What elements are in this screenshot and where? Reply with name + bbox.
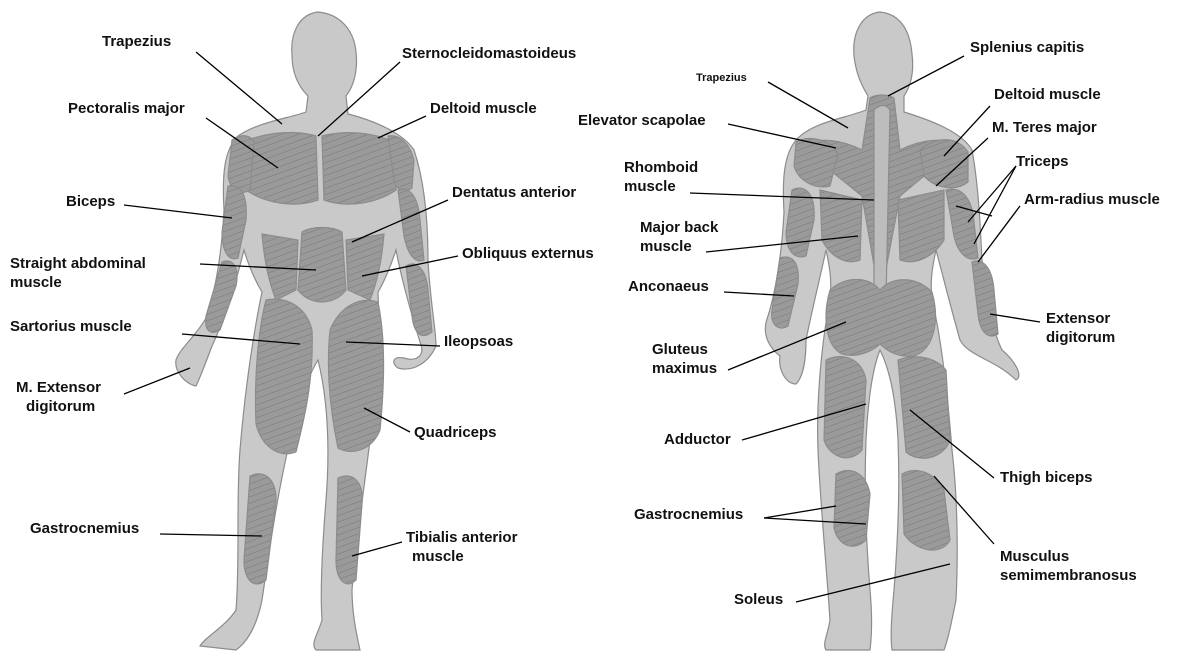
label-front-dentatus-anterior: Dentatus anterior <box>452 184 576 202</box>
leader-back-trapezius <box>768 82 848 128</box>
label-back-gastrocnemius: Gastrocnemius <box>634 506 743 524</box>
label-back-thigh-biceps: Thigh biceps <box>1000 469 1093 487</box>
label-back-anconaeus: Anconaeus <box>628 278 709 296</box>
label-back-gluteus-1: Gluteus <box>652 341 708 359</box>
label-back-teres: M. Teres major <box>992 119 1097 137</box>
leader-front-biceps <box>124 205 232 218</box>
label-back-soleus: Soleus <box>734 591 783 609</box>
label-front-tibialis-2: muscle <box>412 548 464 566</box>
front-shin-left <box>244 474 276 584</box>
label-front-obliquus-externus: Obliquus externus <box>462 245 594 263</box>
label-back-rhomboid-2: muscle <box>624 178 676 196</box>
label-front-trapezius: Trapezius <box>102 33 171 51</box>
label-front-extensor-1: M. Extensor <box>16 379 101 397</box>
front-shin-right <box>336 476 362 584</box>
label-back-rhomboid-1: Rhomboid <box>624 159 698 177</box>
front-pectoral-left <box>246 133 318 205</box>
label-front-sternocleidomastoideus: Sternocleidomastoideus <box>402 45 576 63</box>
label-back-musculus-2: semimembranosus <box>1000 567 1137 585</box>
label-front-gastrocnemius: Gastrocnemius <box>30 520 139 538</box>
back-gluteus <box>826 280 935 357</box>
front-thigh-left <box>255 299 312 454</box>
front-thigh-right <box>328 300 383 451</box>
label-front-tibialis-1: Tibialis anterior <box>406 529 517 547</box>
label-front-biceps: Biceps <box>66 193 115 211</box>
back-hamstring-right <box>898 357 950 458</box>
label-back-elevator: Elevator scapolae <box>578 112 706 130</box>
label-back-major-back-1: Major back <box>640 219 718 237</box>
label-front-quadriceps: Quadriceps <box>414 424 497 442</box>
label-back-triceps: Triceps <box>1016 153 1069 171</box>
label-front-straight-abdominal-2: muscle <box>10 274 62 292</box>
label-back-splenius: Splenius capitis <box>970 39 1084 57</box>
label-back-adductor: Adductor <box>664 431 731 449</box>
label-back-arm-radius: Arm-radius muscle <box>1024 191 1160 209</box>
leader-back-triceps-b <box>974 166 1016 244</box>
label-back-deltoid: Deltoid muscle <box>994 86 1101 104</box>
label-back-gluteus-2: maximus <box>652 360 717 378</box>
leader-front-trapezius <box>196 52 282 124</box>
back-body-figure <box>765 12 1019 650</box>
leader-front-extensor <box>124 368 190 394</box>
label-front-straight-abdominal-1: Straight abdominal <box>10 255 146 273</box>
label-back-musculus-1: Musculus <box>1000 548 1069 566</box>
label-back-trapezius: Trapezius <box>696 69 747 87</box>
label-back-extensor-2: digitorum <box>1046 329 1115 347</box>
label-front-deltoid: Deltoid muscle <box>430 100 537 118</box>
leader-back-extensor <box>990 314 1040 322</box>
leader-front-tibialis <box>352 542 402 556</box>
label-front-sartorius: Sartorius muscle <box>10 318 132 336</box>
front-deltoid-left <box>228 136 254 193</box>
label-back-major-back-2: muscle <box>640 238 692 256</box>
back-calf-left <box>834 471 870 547</box>
back-hamstring-left <box>824 357 866 458</box>
label-front-ileopsoas: Ileopsoas <box>444 333 513 351</box>
front-abdominals <box>298 228 346 303</box>
label-back-extensor-1: Extensor <box>1046 310 1110 328</box>
label-front-extensor-2: digitorum <box>26 398 95 416</box>
label-front-pectoralis-major: Pectoralis major <box>68 100 185 118</box>
front-body-figure <box>176 12 436 650</box>
front-forearm-left <box>206 261 237 332</box>
front-pectoral-right <box>322 133 396 204</box>
